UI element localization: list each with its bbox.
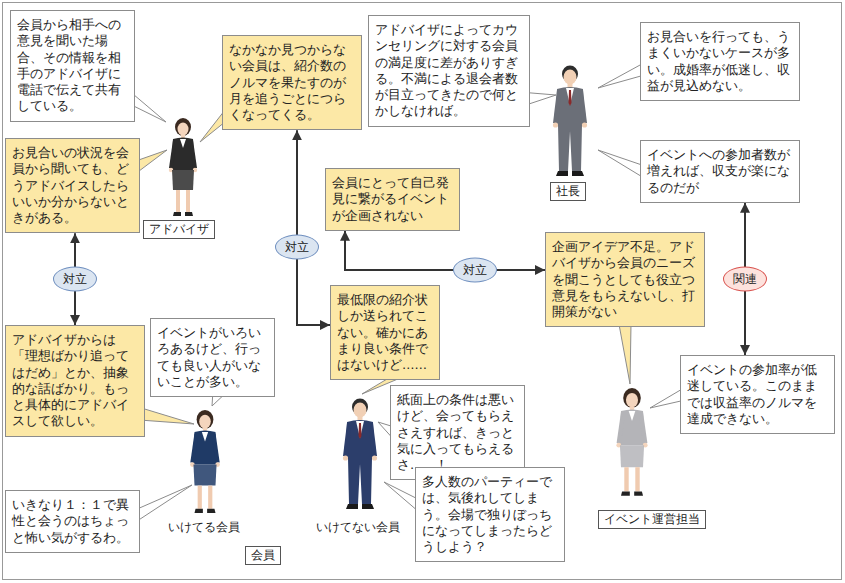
bubble-tail bbox=[132, 93, 166, 122]
speech-bubble: 会員にとって自己発見に繋がるイベントが企画されない bbox=[325, 168, 460, 231]
role-label-box: イベント運営担当 bbox=[598, 510, 706, 529]
role-label: いけてない会員 bbox=[316, 520, 400, 535]
bubble-text: イベントへの参加者数が増えれば、収支が楽になるのだが bbox=[647, 147, 793, 196]
bubble-text: お見合いを行っても、うまくいかないケースが多い。成婚率が低迷し、収益が見込めない… bbox=[647, 29, 793, 94]
speech-bubble: 最低限の紹介状しか送られてこない。確かにあまり良い条件ではないけど…… bbox=[330, 285, 440, 380]
speech-bubble: お見合いの状況を会員から聞いても、どうアドバイスしたらいいか分からないときがある… bbox=[5, 138, 140, 233]
bubble-text: アドバイザからは「理想ばかり追ってはだめ」とか、抽象的な話ばかり。もっと具体的に… bbox=[12, 332, 138, 430]
bubble-text: イベント運営担当 bbox=[604, 512, 700, 527]
bubble-text: アドバイザによってカウンセリングに対する会員の満足度に差がありすぎる。不満による… bbox=[375, 22, 523, 120]
bubble-text: イベントの参加率が低迷している。このままでは収益率のノルマを達成できない。 bbox=[687, 362, 828, 427]
speech-bubble: 多人数のパーティーでは、気後れしてしまう。会場で独りぼっちになってしまったらどう… bbox=[415, 467, 565, 562]
bubble-text: 紙面上の条件は悪いけど、会ってもらえさえすれば、きっと気に入ってもらえるさ……！ bbox=[397, 392, 518, 473]
speech-bubble: お見合いを行っても、うまくいかないケースが多い。成婚率が低迷し、収益が見込めない… bbox=[640, 22, 800, 101]
bubble-tail bbox=[527, 93, 556, 105]
speech-bubble: なかなか見つからない会員は、紹介数のノルマを果たすのが月を追うごとにつらくなって… bbox=[222, 35, 362, 130]
bubble-text: 会員 bbox=[251, 548, 275, 563]
bubble-text: 多人数のパーティーでは、気後れしてしまう。会場で独りぼっちになってしまったらどう… bbox=[422, 474, 558, 555]
bubble-tail bbox=[137, 485, 192, 521]
bubble-text: 社長 bbox=[556, 184, 580, 199]
bubble-text: 最低限の紹介状しか送られてこない。確かにあまり良い条件ではないけど…… bbox=[337, 292, 433, 373]
bubble-tail bbox=[598, 63, 643, 88]
bubble-text: なかなか見つからない会員は、紹介数のノルマを果たすのが月を追うごとにつらくなって… bbox=[229, 42, 355, 123]
bubble-text: 会員から相手への意見を聞いた場合、その情報を相手のアドバイザに電話で伝えて共有し… bbox=[17, 17, 128, 115]
relation-label: 関連 bbox=[723, 266, 767, 291]
bubble-text: 企画アイデア不足。アドバイザから会員のニーズを聞こうとしても役立つ意見をもらえな… bbox=[552, 239, 698, 320]
role-label-box: アドバイザ bbox=[143, 220, 215, 239]
bubble-tail bbox=[142, 408, 194, 424]
relation-label: 対立 bbox=[453, 258, 497, 283]
role-label: いけてる会員 bbox=[168, 520, 240, 535]
bubble-text: いきなり１：１で異性と会うのはちょっと怖い気がするわ。 bbox=[12, 497, 133, 546]
member-figure bbox=[343, 399, 377, 510]
role-label-box: 会員 bbox=[245, 546, 281, 565]
speech-bubble: 企画アイデア不足。アドバイザから会員のニーズを聞こうとしても役立つ意見をもらえな… bbox=[545, 232, 705, 327]
bubble-text: お見合いの状況を会員から聞いても、どうアドバイスしたらいいか分からないときがある… bbox=[12, 145, 133, 226]
relation-label: 対立 bbox=[53, 267, 97, 292]
speech-bubble: アドバイザからは「理想ばかり追ってはだめ」とか、抽象的な話ばかり。もっと具体的に… bbox=[5, 325, 145, 437]
relation-arrow bbox=[345, 231, 545, 270]
bubble-tail bbox=[137, 150, 167, 173]
bubble-text: アドバイザ bbox=[149, 222, 209, 237]
role-label-box: 社長 bbox=[550, 182, 586, 201]
bubble-tail bbox=[384, 482, 418, 511]
bubble-tail bbox=[598, 150, 643, 177]
speech-bubble: イベントがいろいろあるけど、行っても良い人がいないことが多い。 bbox=[150, 318, 275, 397]
member-figure bbox=[190, 410, 220, 513]
bubble-text: 会員にとって自己発見に繋がるイベントが企画されない bbox=[332, 175, 453, 224]
advisor-figure bbox=[169, 118, 197, 216]
relation-label: 対立 bbox=[275, 235, 319, 260]
bubble-tail bbox=[619, 324, 631, 384]
frame bbox=[3, 3, 842, 580]
staff-figure bbox=[616, 388, 647, 496]
bubble-text: イベントがいろいろあるけど、行っても良い人がいないことが多い。 bbox=[157, 325, 268, 390]
speech-bubble: イベントの参加率が低迷している。このままでは収益率のノルマを達成できない。 bbox=[680, 355, 835, 434]
speech-bubble: いきなり１：１で異性と会うのはちょっと怖い気がするわ。 bbox=[5, 490, 140, 553]
speech-bubble: 会員から相手への意見を聞いた場合、その情報を相手のアドバイザに電話で伝えて共有し… bbox=[10, 10, 135, 122]
bubble-tail bbox=[650, 389, 683, 409]
speech-bubble: アドバイザによってカウンセリングに対する会員の満足度に差がありすぎる。不満による… bbox=[368, 15, 530, 127]
president-figure bbox=[553, 66, 587, 177]
speech-bubble: 紙面上の条件は悪いけど、会ってもらえさえすれば、きっと気に入ってもらえるさ……！ bbox=[390, 385, 525, 480]
speech-bubble: イベントへの参加者数が増えれば、収支が楽になるのだが bbox=[640, 140, 800, 203]
